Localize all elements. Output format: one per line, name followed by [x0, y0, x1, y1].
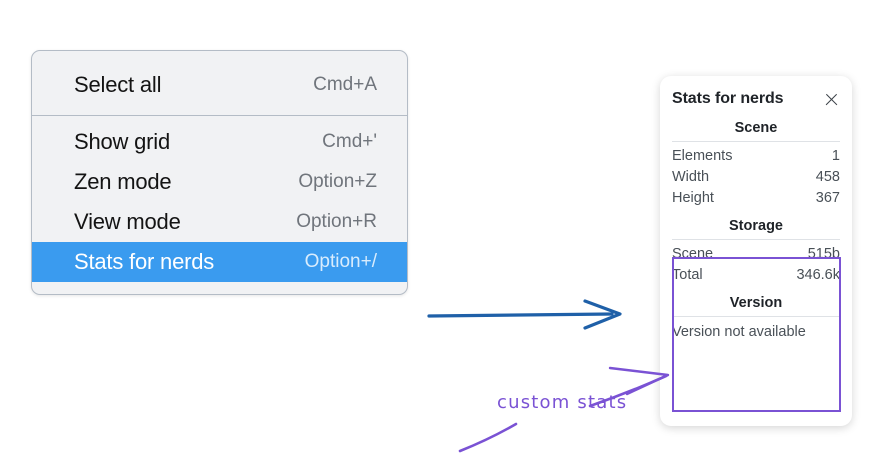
stat-key: Elements	[672, 147, 733, 164]
stat-row-elements: Elements 1	[672, 145, 840, 166]
menu-item-view-mode[interactable]: View mode Option+R	[32, 202, 407, 242]
menu-item-shortcut: Cmd+'	[322, 131, 377, 152]
divider	[672, 316, 840, 317]
menu-item-label: Stats for nerds	[74, 249, 215, 274]
stats-panel-header: Stats for nerds	[672, 86, 840, 110]
context-menu-group-2: Show grid Cmd+' Zen mode Option+Z View m…	[32, 116, 407, 288]
context-menu-group-1: Select all Cmd+A	[32, 57, 407, 115]
section-heading-scene: Scene	[734, 120, 778, 136]
divider	[672, 141, 840, 142]
close-icon[interactable]	[823, 91, 840, 108]
menu-item-show-grid[interactable]: Show grid Cmd+'	[32, 122, 407, 162]
stat-row-total-storage: Total 346.6k	[672, 264, 840, 285]
stat-key: Total	[672, 266, 703, 283]
stat-row-width: Width 458	[672, 166, 840, 187]
section-heading-version: Version	[729, 295, 783, 311]
stat-key: Height	[672, 189, 714, 206]
version-value: Version not available	[672, 324, 806, 340]
stat-key: Scene	[672, 245, 714, 262]
divider	[672, 239, 840, 240]
stat-value: 515b	[807, 245, 840, 262]
stat-value: 367	[815, 189, 840, 206]
menu-separator	[32, 115, 407, 116]
menu-item-label: Show grid	[74, 129, 171, 154]
stat-value: 458	[815, 168, 840, 185]
menu-item-shortcut: Option+Z	[298, 171, 377, 192]
section-heading-storage: Storage	[729, 218, 783, 234]
menu-item-stats-for-nerds[interactable]: Stats for nerds Option+/	[32, 242, 407, 282]
menu-item-label: View mode	[74, 209, 181, 234]
stats-for-nerds-panel: Stats for nerds Scene Elements 1 Width 4…	[660, 76, 852, 426]
custom-stats-annotation-label: custom stats	[497, 392, 628, 413]
menu-item-select-all[interactable]: Select all Cmd+A	[32, 65, 407, 105]
stat-row-height: Height 367	[672, 187, 840, 208]
purple-underline-annotation	[458, 422, 518, 453]
menu-item-shortcut: Cmd+A	[313, 74, 377, 95]
menu-item-label: Zen mode	[74, 169, 172, 194]
menu-item-shortcut: Option+/	[304, 251, 377, 272]
menu-item-shortcut: Option+R	[296, 211, 377, 232]
menu-item-label: Select all	[74, 72, 162, 97]
blue-arrow-annotation	[427, 299, 622, 330]
stat-row-scene-storage: Scene 515b	[672, 243, 840, 264]
stat-value: 346.6k	[796, 266, 840, 283]
stat-key: Width	[672, 168, 710, 185]
stats-panel-title: Stats for nerds	[672, 90, 784, 107]
menu-item-zen-mode[interactable]: Zen mode Option+Z	[32, 162, 407, 202]
context-menu: Select all Cmd+A Show grid Cmd+' Zen mod…	[31, 50, 408, 295]
stat-value: 1	[831, 147, 840, 164]
